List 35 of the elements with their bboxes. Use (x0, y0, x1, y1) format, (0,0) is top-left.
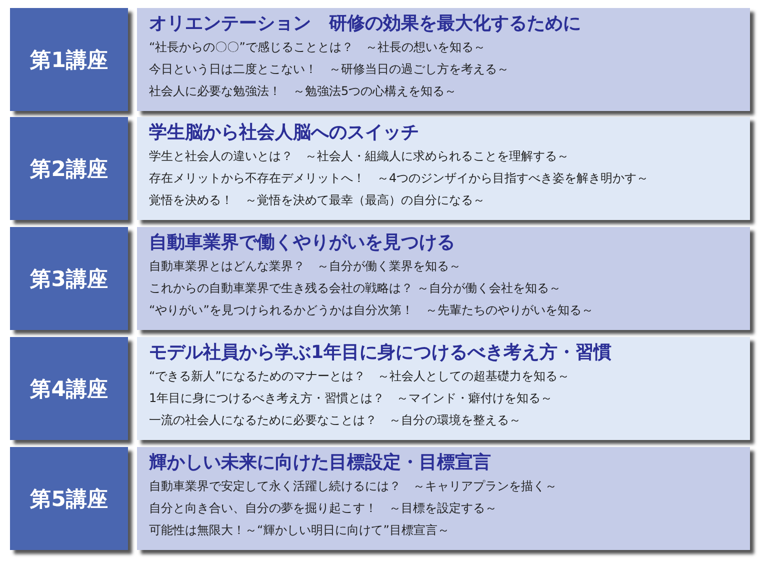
lesson-number-box (10, 117, 128, 220)
lesson-title: オリエンテーション 研修の効果を最大化するために (149, 12, 582, 36)
topic-line: 今日という日は二度とこない！ ～研修当日の過ごし方を考える～ (149, 61, 510, 78)
topic-line: 1年目に身につけるべき考え方・習慣とは？ ～マインド・癖付けを知る～ (149, 390, 554, 407)
topic-line: “できる新人”になるためのマナーとは？ ～社会人としての超基礎力を知る～ (149, 368, 570, 385)
topic-line: “やりがい”を見つけられるかどうかは自分次第！ ～先輩たちのやりがいを知る～ (149, 302, 594, 319)
topic-line: 学生と社会人の違いとは？ ～社会人・組織人に求められることを理解する～ (149, 148, 570, 165)
lesson-panel (137, 227, 750, 330)
lesson-number-box (10, 447, 128, 550)
topic-line: 可能性は無限大！～“輝かしい明日に向けて”目標宣言～ (149, 522, 450, 539)
topic-line: 一流の社会人になるために必要なことは？ ～自分の環境を整える～ (149, 412, 522, 429)
lesson-number: 第4講座 (30, 376, 108, 402)
lesson-number: 第1講座 (30, 46, 108, 74)
topic-line: 自分と向き合い、自分の夢を掘り起こす！ ～目標を設定する～ (149, 500, 498, 517)
lesson-number-box (10, 8, 128, 111)
topic-line: 自動車業界とはどんな業界？ ～自分が働く業界を知る～ (149, 258, 462, 275)
topic-line: “社長からの〇〇”で感じることとは？ ～社長の想いを知る～ (149, 39, 486, 56)
lesson-number-box (10, 337, 128, 440)
topic-line: 覚悟を決める！ ～覚悟を決めて最幸（最高）の自分になる～ (149, 192, 486, 209)
lesson-title: モデル社員から学ぶ1年目に身につけるべき考え方・習慣 (149, 341, 613, 365)
lesson-title: 自動車業界で働くやりがいを見つける (149, 231, 456, 255)
topic-line: 自動車業界で安定して永く活躍し続けるには？ ～キャリアプランを描く～ (149, 478, 558, 495)
topic-line: 社会人に必要な勉強法！ ～勉強法5つの心構えを知る～ (149, 83, 458, 100)
lesson-panel (137, 337, 750, 440)
lesson-panel (137, 447, 750, 550)
lesson-number-box (10, 227, 128, 330)
lesson-title: 学生脳から社会人脳へのスイッチ (149, 121, 420, 145)
lesson-panel (137, 8, 750, 111)
lesson-panel (137, 117, 750, 220)
topic-line: これからの自動車業界で生き残る会社の戦略は？ ～自分が働く会社を知る～ (149, 280, 562, 297)
lesson-title: 輝かしい未来に向けた目標設定・目標宣言 (149, 451, 492, 475)
lesson-number: 第2講座 (30, 156, 108, 182)
topic-line: 存在メリットから不存在デメリットへ！ ～4つのジンザイから目指すべき姿を解き明かす～ (149, 170, 650, 187)
lesson-number: 第3講座 (30, 266, 108, 292)
lesson-number: 第5講座 (30, 486, 108, 512)
